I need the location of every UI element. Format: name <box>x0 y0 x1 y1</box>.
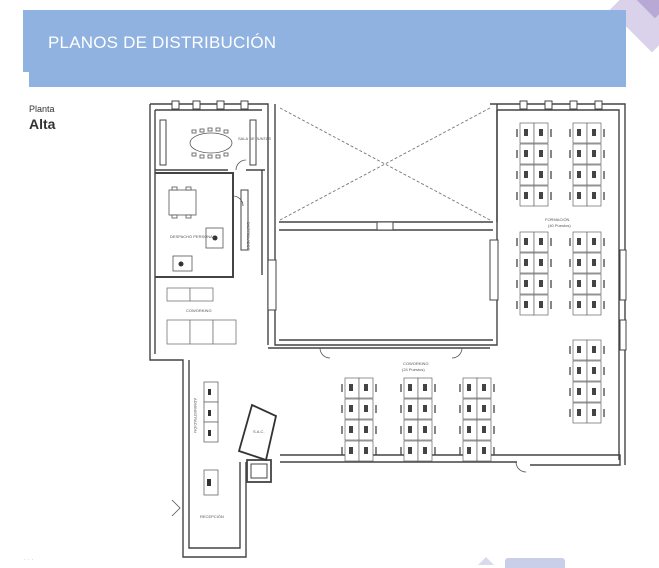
footer-decoration-tab <box>505 558 565 568</box>
label-coworking-large-seats: (24 Puestos) <box>402 367 425 372</box>
label-sac: S.A.C. <box>253 429 265 434</box>
label-coworking-large: COWORKING <box>403 361 429 366</box>
label-private-office: DESPACHO PERSONAL <box>170 234 216 239</box>
footer-decoration-triangle <box>478 557 494 565</box>
label-training: FORMACIÓN <box>545 217 570 222</box>
floor-name: Alta <box>29 116 56 132</box>
page-title: PLANOS DE DISTRIBUCIÓN <box>48 33 277 52</box>
floor-caption: Planta Alta <box>29 104 55 132</box>
label-meeting-room: SALA DE JUNTAS <box>238 136 271 141</box>
header-band-notch <box>23 10 31 72</box>
label-coworking-small: COWORKING <box>186 308 212 313</box>
label-training-seats: (40 Puestos) <box>548 223 571 228</box>
label-reception: RECEPCIÓN <box>200 514 224 519</box>
floor-caption-label: Planta <box>29 104 55 114</box>
label-hallway: DISTRIBUIDOR <box>246 222 251 251</box>
header-band <box>29 10 626 87</box>
footer-mark: · · · <box>24 557 34 563</box>
label-administration: ADMINISTRACIÓN <box>193 398 198 433</box>
